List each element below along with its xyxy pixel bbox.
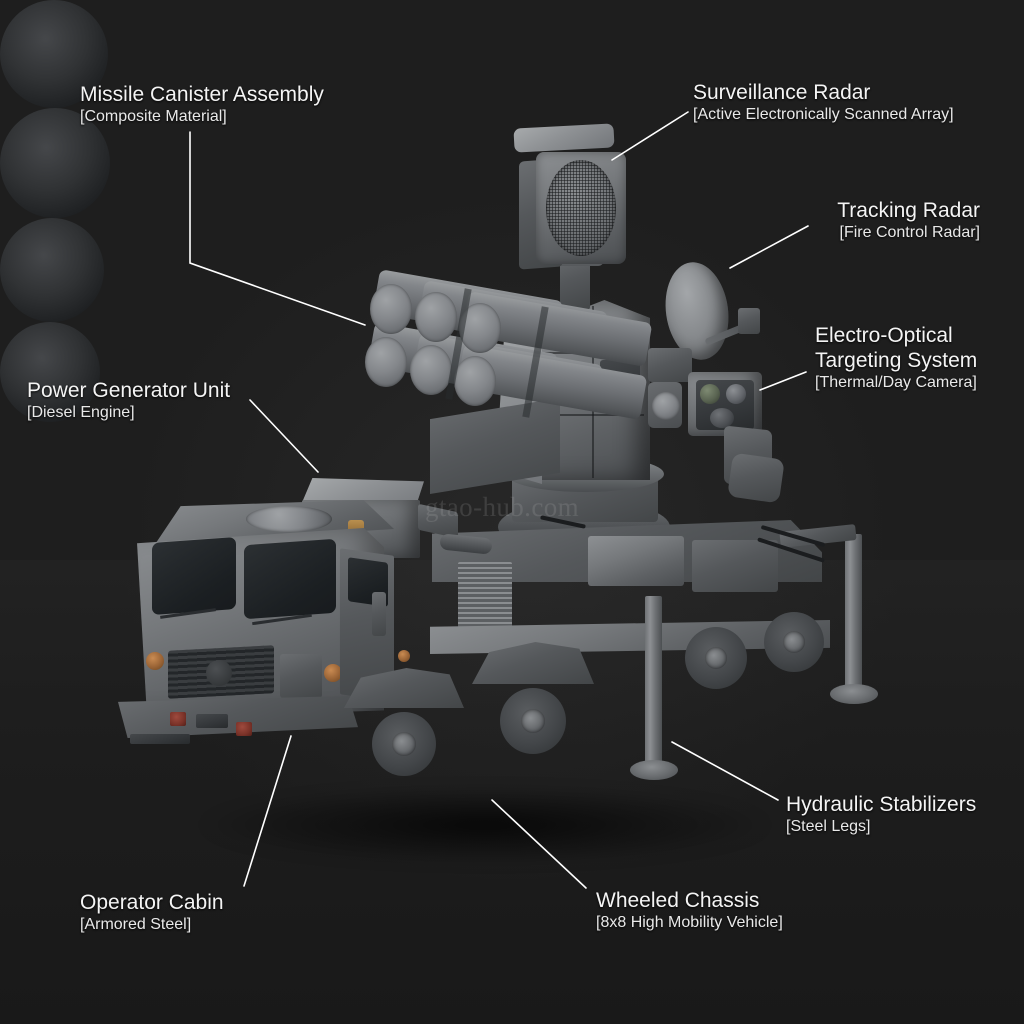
leader-line-operator-cabin [243, 735, 292, 887]
callout-subtitle: [8x8 High Mobility Vehicle] [596, 914, 783, 931]
stabilizer-foot-pad [830, 684, 878, 704]
marker-light [236, 722, 252, 736]
callout-title: Wheeled Chassis [596, 889, 760, 912]
leader-line-surveillance-radar [611, 111, 689, 161]
leader-line-electro-optical-targeting-system [759, 371, 807, 391]
generator-vent-grille [458, 562, 512, 628]
callout-missile-canister-assembly: Missile Canister Assembly [Composite Mate… [80, 82, 324, 127]
vehicle-shadow [90, 770, 880, 880]
canister-cap [410, 345, 452, 395]
canister-cap [415, 292, 457, 342]
callout-title: Missile Canister Assembly [80, 83, 324, 106]
callout-title: Hydraulic Stabilizers [786, 793, 977, 816]
bumper-step [130, 734, 190, 744]
canister-cap [454, 356, 496, 406]
callout-title: Electro-Optical [815, 324, 953, 347]
callout-title: Operator Cabin [80, 891, 224, 914]
cab-roof-hatch [246, 506, 332, 532]
watermark: gtao-hub.com [425, 492, 580, 522]
turret-round-port [652, 392, 680, 420]
wheel [0, 0, 108, 108]
callout-subtitle: [Fire Control Radar] [839, 224, 981, 241]
aesa-array-face [546, 160, 616, 256]
manufacturer-emblem [206, 660, 232, 686]
callout-subtitle: [Composite Material] [80, 108, 227, 125]
leader-line-hydraulic-stabilizers [671, 741, 779, 801]
eots-day-lens [726, 384, 746, 404]
stabilizer-foot-pad [630, 760, 678, 780]
callout-operator-cabin: Operator Cabin [Armored Steel] [80, 890, 224, 935]
tow-hitch [196, 714, 228, 728]
callout-title: Tracking Radar [837, 199, 980, 222]
canister-cap [370, 284, 412, 334]
leader-line-missile-canister-assembly [189, 131, 366, 326]
air-defense-vehicle: gtao-hub.com [0, 0, 1024, 780]
callout-title: Power Generator Unit [27, 379, 231, 402]
headlamp-right [324, 664, 342, 682]
tracking-radar-feed [738, 308, 760, 334]
marker-light [170, 712, 186, 726]
headlamp-left [146, 652, 164, 670]
equipment-box-rear-2 [692, 540, 778, 592]
callout-hydraulic-stabilizers: Hydraulic Stabilizers [Steel Legs] [786, 792, 976, 837]
callout-subtitle: [Thermal/Day Camera] [815, 374, 977, 391]
hydraulic-stabilizer [845, 534, 862, 692]
wheel [0, 108, 110, 218]
callout-surveillance-radar: Surveillance Radar [Active Electronically… [693, 80, 954, 125]
front-access-panel [280, 654, 322, 698]
eots-thermal-lens [700, 384, 720, 404]
callout-wheeled-chassis: Wheeled Chassis [8x8 High Mobility Vehicl… [596, 888, 783, 933]
wheel [0, 218, 104, 322]
callout-subtitle: [Active Electronically Scanned Array] [693, 106, 954, 123]
wheel [0, 322, 100, 422]
callout-tracking-radar: Tracking Radar [Fire Control Radar] [837, 198, 980, 243]
chassis-side-rail [430, 620, 830, 654]
side-mirror [372, 592, 386, 636]
leader-line-wheeled-chassis [491, 799, 587, 889]
callout-subtitle: [Steel Legs] [786, 818, 871, 835]
hydraulic-stabilizer [645, 596, 662, 768]
side-marker-light [398, 650, 410, 662]
leader-line-power-generator-unit [249, 399, 319, 473]
callout-subtitle: [Diesel Engine] [27, 404, 135, 421]
callout-title-line2: Targeting System [815, 349, 978, 372]
leader-line-tracking-radar [729, 225, 809, 269]
eots-laser-lens [710, 408, 734, 428]
callout-title: Surveillance Radar [693, 81, 871, 104]
callout-subtitle: [Armored Steel] [80, 916, 192, 933]
callout-power-generator-unit: Power Generator Unit [Diesel Engine] [27, 378, 230, 423]
tracking-radar-mount [648, 348, 692, 382]
canister-cap [365, 337, 407, 387]
equipment-box-rear [588, 536, 684, 586]
